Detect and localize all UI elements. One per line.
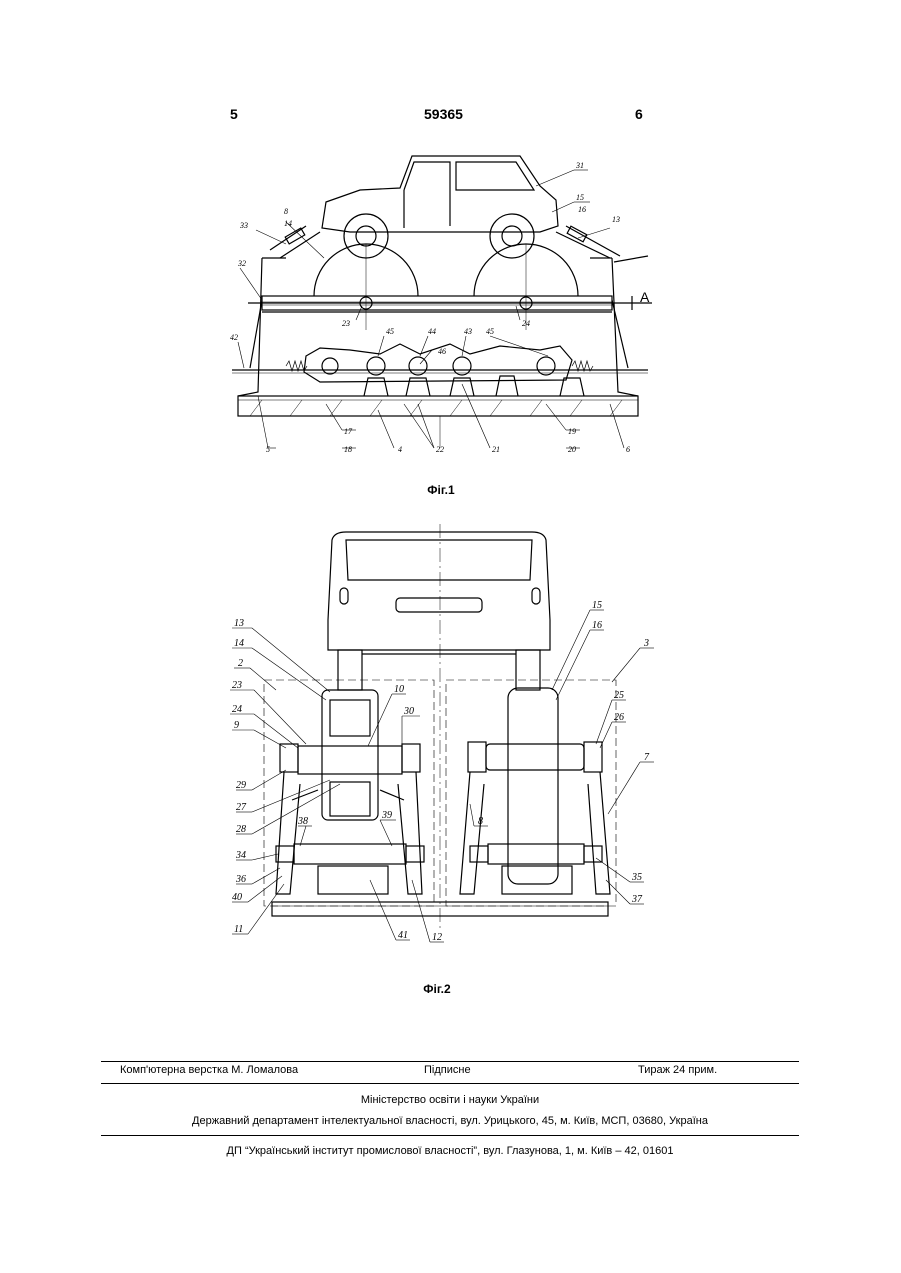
fig1-label: 14 (284, 219, 292, 228)
fig2-label: 36 (235, 874, 246, 885)
fig2-label: 40 (232, 892, 242, 903)
fig1-label: 32 (237, 259, 246, 268)
fig2-label: 24 (232, 704, 242, 715)
typesetter-credit: Комп'ютерна верстка М. Ломалова (120, 1064, 298, 1076)
fig2-label: 3 (643, 638, 649, 649)
fig2-label: 13 (234, 618, 244, 629)
fig2-label: 25 (614, 690, 624, 701)
fig1-label: 16 (578, 205, 586, 214)
fig2-label: 28 (236, 824, 246, 835)
fig1-label: 31 (575, 161, 584, 170)
view-marker-a: А (640, 289, 650, 305)
fig2-label: 37 (631, 894, 643, 905)
fig1-label: 6 (626, 445, 630, 454)
footer-rule-bottom (101, 1135, 799, 1136)
footer-rule-top (101, 1061, 799, 1062)
fig1-label: 21 (492, 445, 500, 454)
fig1-label: 13 (612, 215, 620, 224)
fig2-label: 11 (234, 924, 243, 935)
fig2-label: 8 (478, 816, 483, 827)
signed-label: Підписне (424, 1064, 471, 1076)
figure-2-drawing (230, 524, 654, 942)
fig1-label: 20 (568, 445, 576, 454)
fig1-label: 22 (436, 445, 444, 454)
fig1-label: 8 (284, 207, 288, 216)
fig2-label: 2 (238, 658, 243, 669)
fig1-label: 43 (464, 327, 472, 336)
fig1-label: 42 (230, 333, 238, 342)
fig1-label: 18 (344, 445, 352, 454)
fig1-label: 33 (239, 221, 248, 230)
fig1-label: 23 (342, 319, 350, 328)
fig2-label: 39 (381, 810, 392, 821)
fig2-label: 30 (403, 706, 414, 717)
fig2-label: 16 (592, 620, 602, 631)
institute-line: ДП “Український інститут промислової вла… (101, 1145, 799, 1157)
department-line: Державний департамент інтелектуальної вл… (101, 1115, 799, 1127)
fig1-label: 24 (522, 319, 530, 328)
fig1-label: 45 (386, 327, 394, 336)
footer-rule-middle (101, 1083, 799, 1084)
fig1-label: 19 (568, 427, 576, 436)
fig2-label: 15 (592, 600, 602, 611)
fig1-label: 45 (486, 327, 494, 336)
fig2-label: 27 (236, 802, 247, 813)
fig2-label: 14 (234, 638, 244, 649)
fig2-label: 34 (235, 850, 246, 861)
fig2-label: 23 (232, 680, 242, 691)
fig1-label: 17 (344, 427, 353, 436)
circulation-label: Тираж 24 прим. (638, 1064, 717, 1076)
fig1-label: 46 (438, 347, 446, 356)
fig2-label: 7 (644, 752, 650, 763)
fig2-label: 9 (234, 720, 239, 731)
figure-1-caption: Фіг.1 (401, 483, 481, 497)
figure-2-caption: Фіг.2 (397, 982, 477, 996)
fig2-label: 38 (297, 816, 308, 827)
fig2-label: 10 (394, 684, 404, 695)
fig2-label: 41 (398, 930, 408, 941)
fig2-label: 35 (631, 872, 642, 883)
ministry-line: Міністерство освіти і науки України (101, 1094, 799, 1106)
fig2-label: 29 (236, 780, 246, 791)
fig1-label: 44 (428, 327, 436, 336)
fig1-label: 4 (398, 445, 402, 454)
figure-1-drawing (232, 156, 652, 448)
fig1-label: 15 (576, 193, 584, 202)
fig2-label: 26 (614, 712, 624, 723)
fig1-label: 5 (266, 445, 270, 454)
fig2-label: 12 (432, 932, 442, 943)
